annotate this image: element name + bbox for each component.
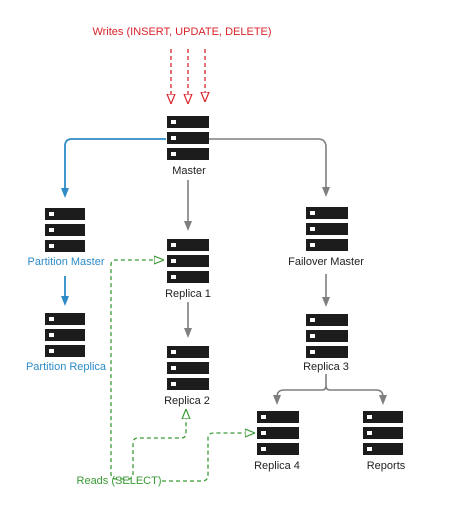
read-to-replica4-arrow	[162, 433, 251, 482]
master-to-partition-arrow	[61, 138, 166, 198]
replica1-label: Replica 1	[165, 288, 211, 300]
replica3-to-replica4-arrow	[273, 374, 327, 405]
partition-arrows	[61, 138, 166, 306]
replica2-label: Replica 2	[164, 395, 210, 407]
replica3-server-icon	[306, 314, 348, 358]
replica3-to-reports-arrow	[325, 385, 387, 405]
server-icons	[45, 116, 403, 455]
master-label: Master	[172, 165, 206, 177]
replica2-server-icon	[167, 346, 209, 390]
read-arrows	[110, 260, 251, 482]
reads-label: Reads (SELECT)	[76, 475, 162, 487]
reports-label: Reports	[366, 460, 406, 472]
read-to-replica2-arrow	[127, 413, 186, 480]
read-to-replica1-arrow	[110, 260, 160, 480]
reports-server-icon	[363, 411, 403, 455]
failover-master-server-icon	[306, 207, 348, 251]
partition-master-label: Partition Master	[27, 256, 105, 268]
replica4-label: Replica 4	[254, 460, 300, 472]
write-arrows	[171, 49, 205, 100]
replica4-server-icon	[257, 411, 299, 455]
master-to-failover-arrow	[209, 138, 330, 197]
partition-master-server-icon	[45, 208, 85, 252]
partition-replica-label: Partition Replica	[25, 361, 107, 373]
replica3-label: Replica 3	[303, 361, 349, 373]
replica1-server-icon	[167, 239, 209, 283]
writes-title: Writes (INSERT, UPDATE, DELETE)	[92, 26, 272, 38]
partition-replica-server-icon	[45, 313, 85, 357]
failover-master-label: Failover Master	[288, 256, 364, 268]
master-server-icon	[167, 116, 209, 160]
replication-arrows	[184, 138, 387, 405]
